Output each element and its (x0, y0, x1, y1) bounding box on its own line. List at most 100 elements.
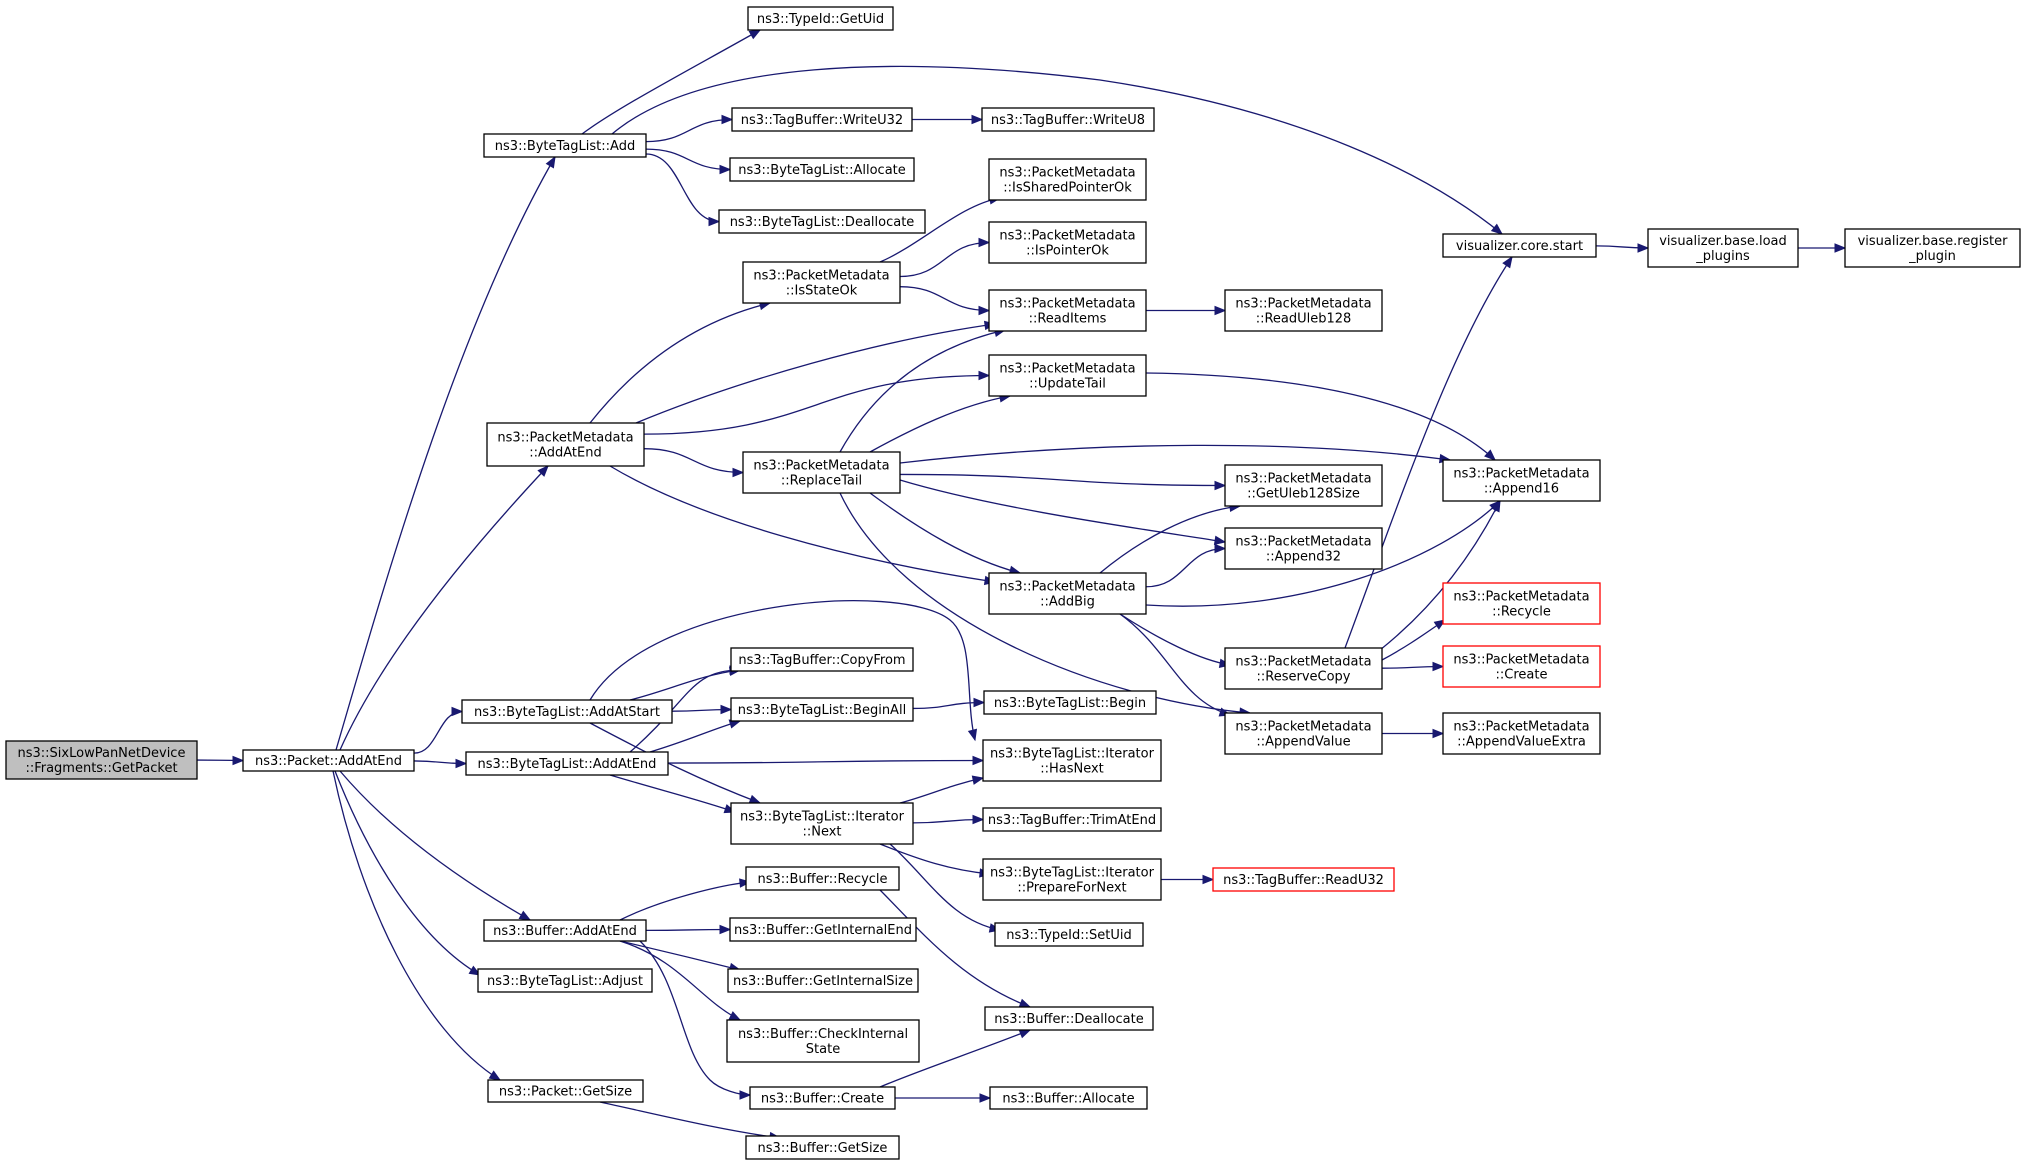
node-label: visualizer.core.start (1456, 239, 1583, 254)
node-pm-appendvalue[interactable]: ns3::PacketMetadata::AppendValue (1224, 712, 1383, 755)
node-box (242, 749, 415, 772)
node-label: ns3::PacketMetadata (1235, 655, 1371, 670)
node-vis-base-load[interactable]: visualizer.base.load_plugins (1647, 228, 1799, 268)
edge-line (649, 720, 741, 753)
node-btl-addatstart[interactable]: ns3::ByteTagList::AddAtStart (461, 699, 673, 724)
arrow-head (719, 164, 732, 175)
edge-line (645, 148, 731, 171)
node-box (718, 209, 926, 234)
node-box (994, 922, 1144, 947)
node-pkt-getsize[interactable]: ns3::Packet::GetSize (487, 1079, 644, 1103)
edge-line (645, 928, 731, 931)
edge-pm_isstateok-to-pm_readitems (899, 286, 991, 316)
arrow-head (720, 704, 733, 715)
arrow-head (1018, 1029, 1032, 1039)
edge-pm_reservecopy-to-pm_create (1381, 661, 1445, 672)
node-box (486, 422, 645, 467)
node-pm-issharedpointerok[interactable]: ns3::PacketMetadata::IsSharedPointerOk (988, 158, 1147, 201)
node-buf-create[interactable]: ns3::Buffer::Create (749, 1086, 896, 1110)
node-label: ns3::PacketMetadata (1453, 590, 1589, 605)
node-box (730, 697, 914, 722)
node-pm-readuleb128[interactable]: ns3::PacketMetadata::ReadUleb128 (1224, 289, 1383, 332)
node-buf-allocate[interactable]: ns3::Buffer::Allocate (989, 1086, 1148, 1110)
node-label: ns3::PacketMetadata (999, 362, 1135, 377)
node-pm-recycle[interactable]: ns3::PacketMetadata::Recycle (1442, 582, 1601, 625)
node-btl-beginall[interactable]: ns3::ByteTagList::BeginAll (730, 697, 914, 722)
node-btl-it-preparefornext[interactable]: ns3::ByteTagList::Iterator::PrepareForNe… (982, 858, 1162, 901)
node-btl-addatend[interactable]: ns3::ByteTagList::AddAtEnd (465, 751, 669, 776)
node-typeid-getuid[interactable]: ns3::TypeId::GetUid (747, 6, 894, 31)
arrow-head (739, 1090, 752, 1100)
node-pm-isstateok[interactable]: ns3::PacketMetadata::IsStateOk (742, 261, 901, 304)
node-label: ns3::PacketMetadata (999, 229, 1135, 244)
node-tb-trimatend[interactable]: ns3::TagBuffer::TrimAtEnd (982, 807, 1162, 832)
edge-buf_addatend-to-buf_create (639, 940, 752, 1100)
node-tb-readu32[interactable]: ns3::TagBuffer::ReadU32 (1212, 867, 1395, 892)
node-buf-getinternalend[interactable]: ns3::Buffer::GetInternalEnd (729, 917, 917, 942)
node-pm-append32[interactable]: ns3::PacketMetadata::Append32 (1224, 527, 1383, 570)
edge-line (1344, 256, 1513, 649)
node-btl-begin[interactable]: ns3::ByteTagList::Begin (983, 690, 1157, 715)
node-label: _plugin (1908, 249, 1956, 264)
node-buf-deallocate[interactable]: ns3::Buffer::Deallocate (984, 1006, 1154, 1031)
node-btl-it-hasnext[interactable]: ns3::ByteTagList::Iterator::HasNext (982, 739, 1162, 782)
node-pm-addatend[interactable]: ns3::PacketMetadata::AddAtEnd (486, 422, 645, 467)
node-root[interactable]: ns3::SixLowPanNetDevice::Fragments::GetP… (5, 740, 198, 780)
node-vis-core-start[interactable]: visualizer.core.start (1442, 233, 1597, 258)
node-pm-replacetail[interactable]: ns3::PacketMetadata::ReplaceTail (742, 451, 901, 494)
node-pm-create[interactable]: ns3::PacketMetadata::Create (1442, 645, 1601, 688)
edge-line (899, 286, 990, 312)
node-btl-it-next[interactable]: ns3::ByteTagList::Iterator::Next (730, 802, 914, 845)
node-label: ns3::ByteTagList::Deallocate (730, 215, 915, 230)
node-buf-getinternalsize[interactable]: ns3::Buffer::GetInternalSize (727, 968, 919, 993)
arrow-head (972, 814, 985, 825)
node-pm-updatetail[interactable]: ns3::PacketMetadata::UpdateTail (988, 354, 1147, 397)
node-label: ns3::ByteTagList::Allocate (738, 163, 906, 178)
node-box (982, 739, 1162, 782)
edge-line (619, 940, 741, 1021)
node-box (1442, 712, 1601, 755)
edge-root-to-pkt_add (196, 755, 245, 766)
edge-line (1119, 613, 1231, 666)
node-pm-getuleb128size[interactable]: ns3::PacketMetadata::GetUleb128Size (1224, 464, 1383, 507)
node-buf-recycle[interactable]: ns3::Buffer::Recycle (745, 866, 900, 891)
node-box (477, 968, 653, 993)
node-pm-appendvalueextra[interactable]: ns3::PacketMetadata::AppendValueExtra (1442, 712, 1601, 755)
node-tb-writeu32[interactable]: ns3::TagBuffer::WriteU32 (731, 107, 913, 132)
edge-pm_replacetail-to-pm_updatetail (869, 393, 1012, 453)
node-btl-deallocate[interactable]: ns3::ByteTagList::Deallocate (718, 209, 926, 234)
node-typeid-setuid[interactable]: ns3::TypeId::SetUid (994, 922, 1144, 947)
node-pm-addbig[interactable]: ns3::PacketMetadata::AddBig (988, 572, 1147, 615)
node-box (745, 866, 900, 891)
node-btl-adjust[interactable]: ns3::ByteTagList::Adjust (477, 968, 653, 993)
node-label: ::HasNext (1040, 762, 1104, 777)
node-pm-ispointerok[interactable]: ns3::PacketMetadata::IsPointerOk (988, 221, 1147, 264)
node-pm-reservecopy[interactable]: ns3::PacketMetadata::ReserveCopy (1224, 647, 1383, 690)
node-buf-addatend[interactable]: ns3::Buffer::AddAtEnd (483, 919, 647, 942)
node-tb-writeu8[interactable]: ns3::TagBuffer::WriteU8 (981, 107, 1155, 132)
node-pm-readitems[interactable]: ns3::PacketMetadata::ReadItems (988, 289, 1147, 332)
edge-line (332, 770, 501, 1081)
node-label: ns3::TypeId::GetUid (757, 12, 884, 27)
edge-btl_add-to-typeid_getuid (581, 29, 762, 135)
node-btl-allocate[interactable]: ns3::ByteTagList::Allocate (729, 157, 915, 182)
node-label: ns3::TagBuffer::WriteU8 (991, 113, 1145, 128)
edge-line (869, 492, 1021, 574)
edge-pm_updatetail-to-pm_append16 (1145, 372, 1496, 461)
edge-pm_appendvalue-to-pm_appendvalueextra (1382, 728, 1445, 739)
node-label: _plugins (1695, 249, 1750, 264)
node-pkt-add[interactable]: ns3::Packet::AddAtEnd (242, 749, 415, 772)
arrow-head (1491, 499, 1501, 513)
edge-btl_addatstart-to-btl_it_hasnext (589, 600, 978, 742)
arrow-head (971, 775, 985, 785)
node-pm-append16[interactable]: ns3::PacketMetadata::Append16 (1442, 459, 1601, 502)
node-buf-getsize[interactable]: ns3::Buffer::GetSize (745, 1135, 900, 1160)
node-btl-add[interactable]: ns3::ByteTagList::Add (483, 133, 647, 158)
node-label: ns3::ByteTagList::Begin (994, 696, 1146, 711)
node-vis-base-register[interactable]: visualizer.base.register_plugin (1844, 228, 2021, 268)
node-tb-copyfrom[interactable]: ns3::TagBuffer::CopyFrom (730, 647, 914, 672)
node-box (461, 699, 673, 724)
edge-pm_reservecopy-to-vis_core_start (1344, 255, 1513, 649)
edge-line (839, 329, 1006, 453)
